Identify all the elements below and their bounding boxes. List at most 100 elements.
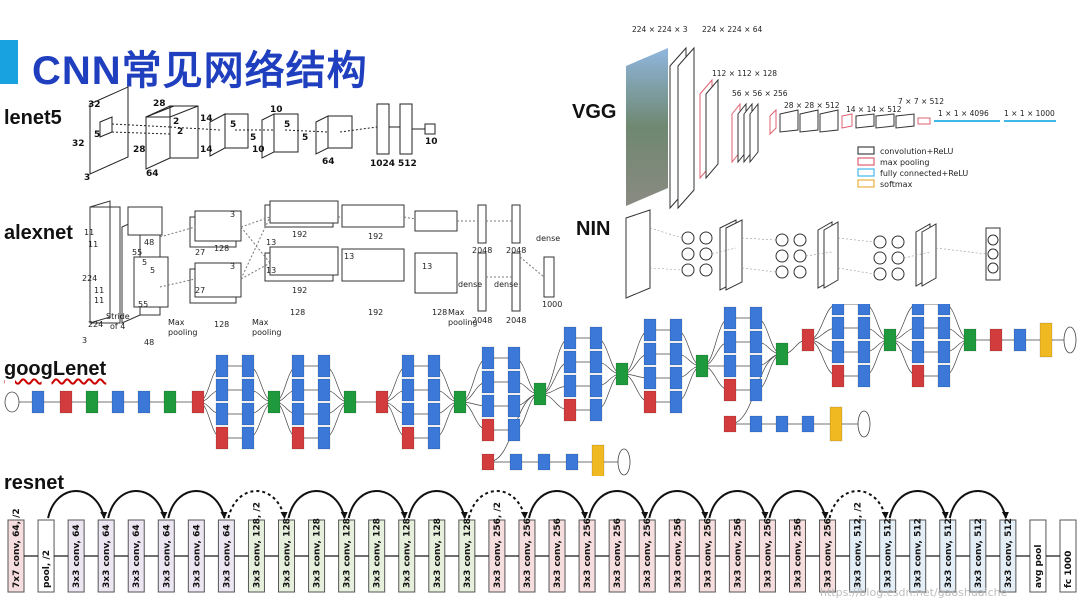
googlenet-conv-node	[563, 374, 577, 398]
alex-label-128a: 128	[214, 244, 229, 253]
resnet-block-label: pool, /2	[42, 550, 52, 588]
googlenet-conv-node	[481, 346, 495, 370]
resnet-arc-arrowhead	[641, 512, 649, 519]
resnet-arc-arrowhead	[400, 512, 408, 519]
vgg-dim-7x7x512: 7 × 7 × 512	[898, 97, 944, 106]
googlenet-softmax-node	[591, 444, 605, 476]
googlenet-conv-node	[723, 354, 737, 378]
googlenet-conv-node	[831, 316, 845, 340]
googlenet-conv-node	[749, 330, 763, 354]
resnet-block-label: 3x3 conv, 128	[343, 518, 353, 588]
googlenet-conv-node	[749, 354, 763, 378]
googlenet-conv-node	[291, 402, 305, 426]
resnet-block-label: 3x3 conv, 256	[673, 518, 683, 588]
googlenet-conv-node	[427, 354, 441, 378]
resnet-block-label: 3x3 conv, 256	[643, 518, 653, 588]
googlenet-conv-node	[291, 354, 305, 378]
googlenet-conv-node	[317, 354, 331, 378]
lenet-label-5b: 5	[230, 120, 236, 130]
alex-label-2048d: 2048	[506, 316, 526, 325]
vgg-dim-1x1x1000: 1 × 1 × 1000	[1004, 109, 1055, 118]
googlenet-conv-node	[563, 326, 577, 350]
label-alexnet: alexnet	[4, 222, 73, 244]
googlenet-conv-node	[401, 354, 415, 378]
resnet-skip-arc	[888, 490, 947, 519]
lenet-input-plane	[89, 86, 129, 175]
googlenet-conv-node	[241, 426, 255, 450]
resnet-block-label: 3x3 conv, 512	[884, 518, 894, 588]
resnet-arc-arrowhead	[761, 512, 769, 519]
googlenet-conv-node	[401, 402, 415, 426]
alex-label-2048a: 2048	[472, 246, 492, 255]
googlenet-diagram	[4, 304, 1077, 476]
label-nin: NIN	[576, 218, 611, 240]
googlenet-softmax-node	[829, 406, 843, 442]
resnet-block-label: fc 1000	[1064, 551, 1074, 588]
googlenet-concat-node	[963, 328, 977, 352]
alex-label-13a: 13	[266, 238, 276, 247]
googlenet-conv-node	[801, 415, 815, 433]
lenet-label-5e: 5	[302, 133, 308, 143]
googlenet-pool-node	[723, 378, 737, 402]
lenet-label-3: 3	[84, 173, 90, 183]
vgg-dim-112x112x128: 112 × 112 × 128	[712, 69, 777, 78]
resnet-skip-arc	[287, 490, 346, 519]
resnet-skip-arc	[47, 490, 106, 519]
lenet-label-28b: 28	[133, 145, 146, 155]
resnet-block-label: 3x3 conv, 128	[283, 518, 293, 588]
alex-label-55b: 55	[138, 300, 148, 309]
resnet-block-label: 3x3 conv, 64	[102, 524, 112, 588]
googlenet-concat-node	[453, 390, 467, 414]
googlenet-softmax-node	[1039, 322, 1053, 358]
resnet-block-label: 3x3 conv, 256	[793, 518, 803, 588]
alex-label-3: 3	[82, 336, 87, 345]
resnet-skip-arc	[648, 490, 707, 519]
googlenet-conv-node	[937, 304, 951, 316]
vgg-legend-swatch	[857, 146, 875, 155]
googlenet-conv-node	[669, 342, 683, 366]
googlenet-conv-node	[565, 453, 579, 471]
alex-label-11c: 11	[94, 286, 104, 295]
googlenet-io-node	[857, 410, 871, 438]
googlenet-pool-node	[481, 418, 495, 442]
googlenet-conv-node	[857, 364, 871, 388]
googlenet-io-node	[617, 448, 631, 476]
resnet-skip-arc	[948, 490, 1007, 519]
alex-label-pool3: pooling	[448, 318, 477, 327]
googlenet-concat-node	[85, 390, 99, 414]
googlenet-conv-node	[241, 402, 255, 426]
alex-label-stride: Stride	[106, 312, 130, 321]
googlenet-pool-node	[59, 390, 73, 414]
googlenet-conv-node	[669, 366, 683, 390]
vgg-diagram: 224 × 224 × 3 224 × 224 × 64 112 × 112 ×…	[626, 25, 1056, 210]
googlenet-pool-node	[215, 426, 229, 450]
googlenet-conv-node	[537, 453, 551, 471]
googlenet-concat-node	[343, 390, 357, 414]
resnet-skip-arc	[467, 490, 526, 519]
googlenet-conv-node	[937, 340, 951, 364]
alex-label-5b: 5	[150, 266, 155, 275]
googlenet-conv-node	[317, 426, 331, 450]
googlenet-conv-node	[215, 378, 229, 402]
alex-label-11d: 11	[94, 296, 104, 305]
alex-label-27b: 27	[195, 286, 205, 295]
alex-label-maxpool2: Max	[252, 318, 269, 327]
resnet-block-label: 3x3 conv, 64	[222, 524, 232, 588]
alex-label-pool2: pooling	[252, 328, 281, 337]
resnet-block-label: 3x3 conv, 256	[763, 518, 773, 588]
googlenet-conv-node	[857, 316, 871, 340]
googlenet-conv-node	[427, 378, 441, 402]
googlenet-concat-node	[163, 390, 177, 414]
resnet-skip-arc	[167, 490, 226, 519]
googlenet-concat-node	[615, 362, 629, 386]
vgg-dim-56x56x256: 56 × 56 × 256	[732, 89, 788, 98]
alex-label-192b: 192	[292, 286, 307, 295]
googlenet-conv-node	[509, 453, 523, 471]
googlenet-conv-node	[291, 378, 305, 402]
googlenet-concat-node	[883, 328, 897, 352]
googlenet-conv-node	[857, 304, 871, 316]
resnet-block-label: 3x3 conv, 64	[132, 524, 142, 588]
alex-label-224a: 224	[82, 274, 97, 283]
lenet-label-5d: 5	[284, 120, 290, 130]
resnet-block-label: 3x3 conv, 64	[192, 524, 202, 588]
